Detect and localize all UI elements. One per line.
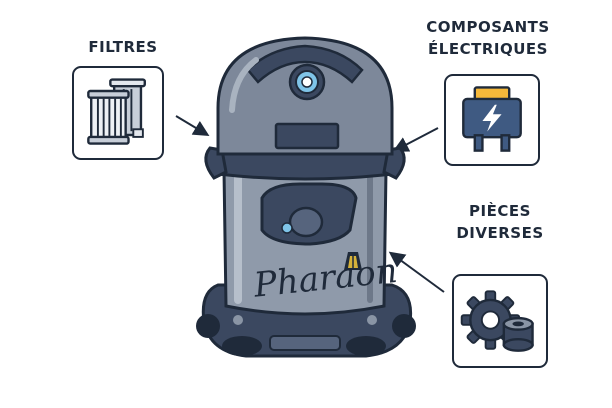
filters-label: FILTRES — [88, 38, 158, 56]
misc-parts-label: PIÈCES DIVERSES — [456, 202, 544, 242]
misc-parts-box — [452, 274, 548, 368]
electrical-components-box — [444, 74, 540, 166]
electrical-components-label: COMPOSANTS ÉLECTRIQUES — [426, 18, 550, 58]
arrow-misc — [388, 251, 445, 293]
gear-and-bushing-icon — [460, 290, 534, 352]
arrow-electrical — [392, 127, 439, 152]
vacuum-head — [216, 36, 394, 156]
filter-cartridges-icon — [87, 78, 146, 145]
pharaoh-emblem-icon — [344, 252, 362, 270]
vacuum-collar — [204, 146, 406, 181]
electrical-component-icon — [462, 86, 522, 152]
filters-box — [72, 66, 164, 160]
arrow-filters — [175, 115, 210, 137]
vacuum-tank: Pharaon — [222, 168, 399, 316]
